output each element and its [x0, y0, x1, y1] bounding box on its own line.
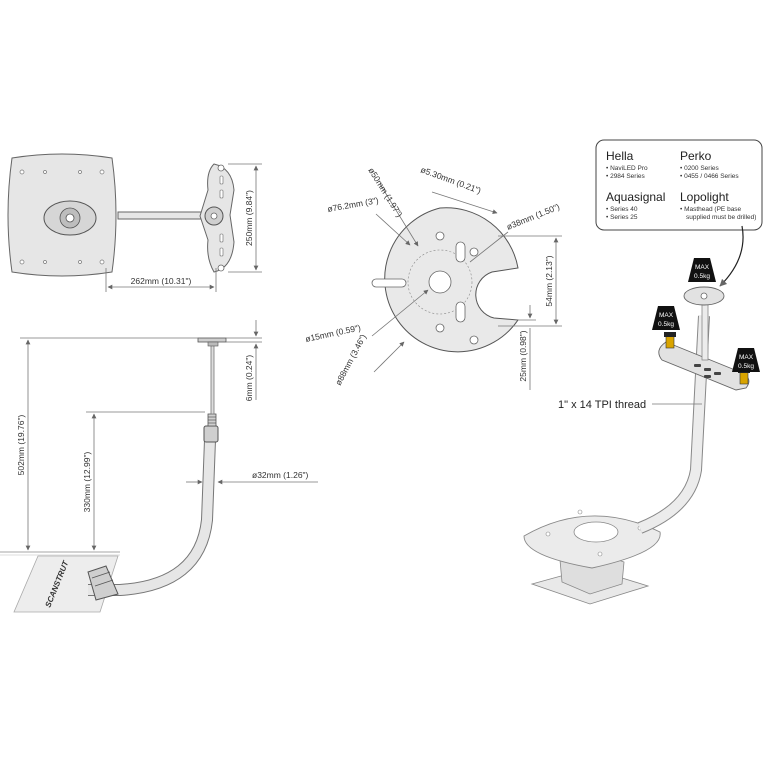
svg-text:MAX: MAX: [659, 312, 674, 319]
svg-text:0.5kg: 0.5kg: [694, 273, 710, 280]
tube-diameter-label: ø32mm (1.26"): [252, 470, 309, 480]
brand-hella: Hella: [606, 149, 634, 163]
svg-text:0.5kg: 0.5kg: [738, 363, 754, 370]
top-height-label: 250mm (9.84"): [244, 190, 254, 246]
port-light: [664, 332, 676, 349]
overall-height-label: 502mm (19.76"): [16, 415, 26, 476]
pedestal-base-side: [13, 555, 119, 613]
base-plate-holes: [19, 169, 105, 265]
hella-item-1: • NaviLED Pro: [606, 165, 648, 172]
mount-holes: [371, 231, 479, 345]
upper-pole: [210, 341, 215, 415]
svg-text:MAX: MAX: [695, 264, 710, 271]
svg-text:0.5kg: 0.5kg: [658, 321, 674, 328]
d530-label: ø5.30mm (0.21"): [419, 164, 482, 195]
perko-item-2: • 0455 / 0466 Series: [680, 173, 739, 180]
lopolight-item-1: • Masthead (PE base: [680, 206, 742, 213]
thread-label: 1" x 14 TPI thread: [558, 399, 646, 411]
max-load-badge-top: MAX 0.5kg: [688, 258, 716, 282]
plate-thickness-label: 6mm (0.24"): [244, 355, 254, 402]
perko-item-1: • 0200 Series: [680, 165, 720, 172]
centre-hole: [428, 270, 452, 294]
max-load-badge-starboard: MAX 0.5kg: [732, 348, 760, 372]
lower-height-label: 330mm (12.99"): [82, 452, 92, 513]
brand-aquasignal: Aquasignal: [606, 190, 665, 204]
lopolight-item-2: supplied must be drilled): [686, 214, 756, 221]
d762-label: ø76.2mm (3"): [327, 195, 380, 214]
aquasignal-item-1: • Series 40: [606, 206, 638, 213]
callout-leader: [719, 225, 744, 287]
compatibility-box: Hella • NaviLED Pro • 2984 Series Perko …: [595, 139, 763, 287]
d50-label: ø50mm (1.97"): [366, 166, 404, 219]
top-view: 262mm (10.31") 250mm (9.84"): [7, 153, 262, 292]
arm-top: [117, 211, 207, 220]
h54-label: 54mm (2.13"): [544, 255, 554, 306]
hella-item-2: • 2984 Series: [606, 173, 646, 180]
d88-label: ø88mm (3.46"): [333, 332, 368, 387]
brand-lopolight: Lopolight: [680, 190, 729, 204]
h25-label: 25mm (0.98"): [518, 330, 528, 381]
max-load-badge-port: MAX 0.5kg: [652, 306, 680, 330]
plate-detail: ø50mm (1.97") ø5.30mm (0.21") ø76.2mm (3…: [304, 164, 562, 390]
side-view: SCANSTRUT 502mm (19.76") 330mm (12.99") …: [0, 320, 318, 613]
d38-label: ø38mm (1.50"): [505, 201, 561, 231]
top-width-label: 262mm (10.31"): [131, 276, 192, 286]
svg-text:MAX: MAX: [739, 354, 754, 361]
d15-label: ø15mm (0.59"): [304, 322, 361, 344]
aquasignal-item-2: • Series 25: [606, 214, 638, 221]
top-plate-side: [197, 337, 227, 343]
collar: [203, 425, 219, 443]
brand-perko: Perko: [680, 149, 712, 163]
assembly-view: 1" x 14 TPI thread MAX 0.5kg MAX 0.5kg M…: [523, 258, 760, 605]
